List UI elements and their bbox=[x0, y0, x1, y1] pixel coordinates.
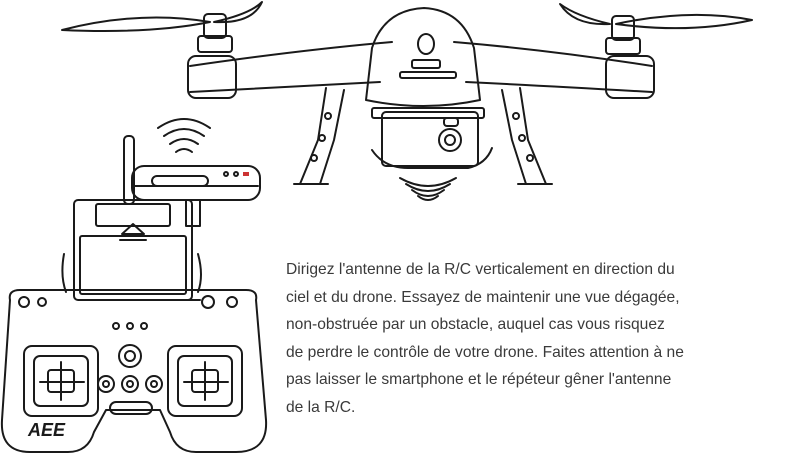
remote-controller bbox=[0, 135, 268, 453]
repeater bbox=[131, 165, 261, 227]
instruction-line: pas laisser le smartphone et le répéteur… bbox=[286, 371, 672, 389]
instruction-line: de la R/C. bbox=[286, 398, 356, 416]
instruction-line: Dirigez l'antenne de la R/C verticalemen… bbox=[286, 261, 675, 278]
drone-propeller-right-2 bbox=[559, 3, 611, 26]
drone-propeller-left bbox=[61, 16, 211, 32]
instruction-line: ciel et du drone. Essayez de maintenir u… bbox=[286, 288, 680, 306]
drone-propeller-left-2 bbox=[213, 1, 263, 24]
instruction-text: Dirigez l'antenne de la R/C verticalemen… bbox=[286, 256, 782, 422]
instruction-line: de perdre le contrôle de votre drone. Fa… bbox=[286, 343, 684, 361]
wifi-signal-icon bbox=[157, 118, 211, 153]
controller-brand-logo: AEE bbox=[27, 420, 66, 440]
drone-propeller-right bbox=[615, 13, 753, 30]
wifi-signal-icon bbox=[399, 177, 457, 201]
instruction-line: non-obstruée par un obstacle, auquel cas… bbox=[286, 316, 665, 334]
drone bbox=[61, 1, 753, 185]
